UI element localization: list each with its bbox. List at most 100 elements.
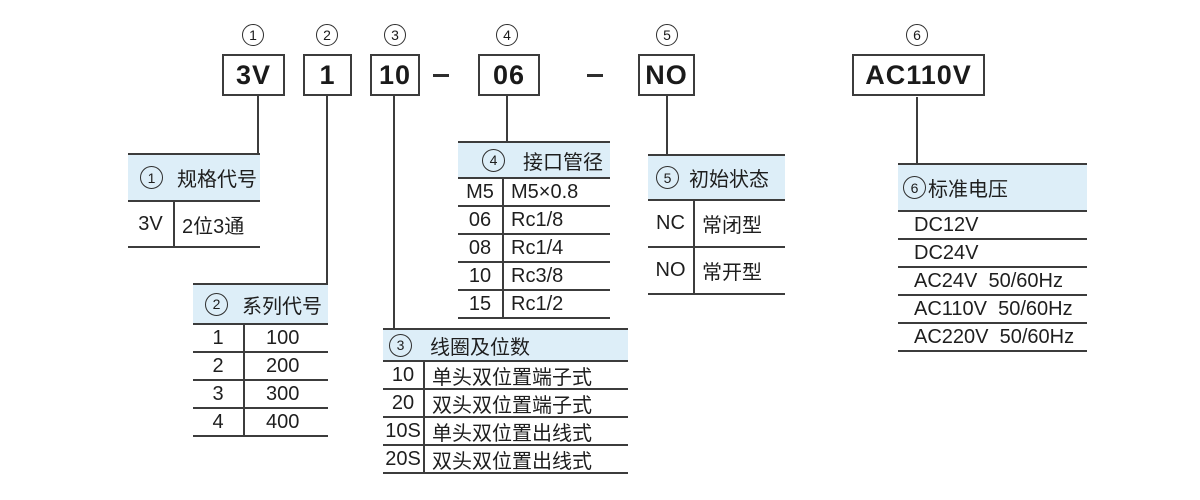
connector-line-4 bbox=[506, 96, 508, 141]
code-index-1: 1 bbox=[242, 24, 264, 46]
column-divider bbox=[502, 179, 504, 319]
column-divider bbox=[243, 325, 245, 437]
table-title: 系列代号 bbox=[242, 295, 322, 318]
row-desc: 双头双位置端子式 bbox=[432, 394, 592, 417]
code-box-port: 06 bbox=[478, 54, 540, 96]
table-initial-state-header: 5 初始状态 bbox=[648, 156, 785, 201]
table-row: 2 200 bbox=[193, 353, 328, 381]
column-divider bbox=[173, 202, 175, 248]
row-code: 06 bbox=[468, 208, 492, 231]
table-row: 15 Rc1/2 bbox=[458, 291, 610, 319]
row-code: NC bbox=[656, 212, 685, 234]
connector-line-5 bbox=[666, 96, 668, 154]
row-desc: Rc1/8 bbox=[511, 208, 564, 231]
row-desc: 常闭型 bbox=[702, 215, 762, 237]
table-row: 10S 单头双位置出线式 bbox=[383, 418, 628, 446]
row-code: 08 bbox=[468, 236, 492, 259]
row-desc: M5×0.8 bbox=[511, 180, 579, 203]
circled-number-icon: 3 bbox=[389, 333, 412, 357]
circled-number-icon: 1 bbox=[140, 166, 163, 189]
row-code: 10 bbox=[468, 264, 492, 287]
row-code: 3 bbox=[212, 382, 224, 405]
circled-number-icon: 6 bbox=[903, 176, 926, 199]
row-code: 3V bbox=[138, 212, 163, 235]
code-index-4: 4 bbox=[496, 24, 518, 46]
table-row: NC 常闭型 bbox=[648, 201, 785, 248]
table-coil-positions-header: 3 线圈及位数 bbox=[383, 330, 628, 362]
row-desc: 常开型 bbox=[702, 262, 762, 284]
connector-line-3 bbox=[393, 96, 395, 328]
code-box-voltage: AC110V bbox=[852, 54, 985, 96]
code-box-state: NO bbox=[638, 54, 695, 96]
table-title: 初始状态 bbox=[689, 169, 769, 191]
table-title: 接口管径 bbox=[523, 151, 603, 174]
code-index-6: 6 bbox=[906, 24, 928, 46]
table-row: 3V 2位3通 bbox=[128, 202, 260, 248]
table-row: 20S 双头双位置出线式 bbox=[383, 446, 628, 474]
table-title: 规格代号 bbox=[177, 169, 257, 191]
table-standard-voltage-header: 6 标准电压 bbox=[898, 165, 1087, 212]
connector-line-1 bbox=[257, 96, 259, 153]
table-title: 标准电压 bbox=[928, 179, 1008, 201]
table-port-size-header: 4 接口管径 bbox=[458, 143, 610, 179]
table-row: 08 Rc1/4 bbox=[458, 235, 610, 263]
row-desc: 200 bbox=[266, 354, 300, 377]
row-desc: 400 bbox=[266, 410, 300, 433]
circled-number-icon: 2 bbox=[205, 292, 228, 316]
column-divider bbox=[693, 201, 695, 295]
row-desc: Rc3/8 bbox=[511, 264, 564, 287]
row-code: 10S bbox=[385, 419, 421, 442]
row-desc: DC12V bbox=[914, 213, 979, 236]
row-code: 4 bbox=[212, 410, 224, 433]
table-row: 3 300 bbox=[193, 381, 328, 409]
row-desc: DC24V bbox=[914, 241, 979, 264]
code-index-2: 2 bbox=[316, 24, 338, 46]
table-row: M5 M5×0.8 bbox=[458, 179, 610, 207]
row-desc: Rc1/2 bbox=[511, 292, 564, 315]
table-title: 线圈及位数 bbox=[430, 336, 530, 359]
row-code: 20 bbox=[391, 391, 415, 414]
table-row: AC24V 50/60Hz bbox=[898, 268, 1087, 296]
row-desc: AC24V 50/60Hz bbox=[914, 269, 1063, 292]
connector-line-2 bbox=[326, 96, 328, 283]
table-series-code: 2 系列代号 1 100 2 200 3 300 4 400 bbox=[193, 283, 328, 437]
table-row: DC24V bbox=[898, 240, 1087, 268]
row-code: 20S bbox=[385, 447, 421, 470]
table-initial-state: 5 初始状态 NC 常闭型 NO 常开型 bbox=[648, 154, 785, 295]
row-desc: AC220V 50/60Hz bbox=[914, 325, 1075, 348]
table-row: 20 双头双位置端子式 bbox=[383, 390, 628, 418]
table-port-size: 4 接口管径 M5 M5×0.8 06 Rc1/8 08 Rc1/4 10 Rc… bbox=[458, 141, 610, 319]
table-row: AC220V 50/60Hz bbox=[898, 324, 1087, 352]
row-desc: 双头双位置出线式 bbox=[432, 450, 592, 473]
row-desc: 单头双位置出线式 bbox=[432, 422, 592, 445]
code-box-spec: 3V bbox=[222, 54, 285, 96]
table-row: 10 单头双位置端子式 bbox=[383, 362, 628, 390]
connector-line-6 bbox=[916, 97, 918, 163]
separator-dash bbox=[433, 74, 449, 77]
row-code: M5 bbox=[466, 180, 494, 203]
table-row: DC12V bbox=[898, 212, 1087, 240]
row-code: 2 bbox=[212, 354, 224, 377]
table-series-code-header: 2 系列代号 bbox=[193, 285, 328, 325]
circled-number-icon: 5 bbox=[656, 166, 679, 189]
code-box-coil: 10 bbox=[370, 54, 420, 96]
table-row: 06 Rc1/8 bbox=[458, 207, 610, 235]
table-coil-positions: 3 线圈及位数 10 单头双位置端子式 20 双头双位置端子式 10S 单头双位… bbox=[383, 328, 628, 474]
row-code: 15 bbox=[468, 292, 492, 315]
row-desc: AC110V 50/60Hz bbox=[914, 297, 1073, 320]
row-code: NO bbox=[655, 259, 686, 281]
table-row: 4 400 bbox=[193, 409, 328, 437]
table-spec-code: 1 规格代号 3V 2位3通 bbox=[128, 153, 260, 248]
table-standard-voltage: 6 标准电压 DC12V DC24V AC24V 50/60Hz AC110V … bbox=[898, 163, 1087, 352]
row-desc: Rc1/4 bbox=[511, 236, 564, 259]
separator-dash bbox=[587, 74, 603, 77]
code-index-3: 3 bbox=[384, 24, 406, 46]
row-desc: 2位3通 bbox=[182, 215, 245, 238]
row-code: 1 bbox=[212, 326, 224, 349]
column-divider bbox=[423, 362, 425, 474]
code-box-series: 1 bbox=[303, 54, 352, 96]
code-index-5: 5 bbox=[656, 24, 678, 46]
table-row: AC110V 50/60Hz bbox=[898, 296, 1087, 324]
table-row: 1 100 bbox=[193, 325, 328, 353]
